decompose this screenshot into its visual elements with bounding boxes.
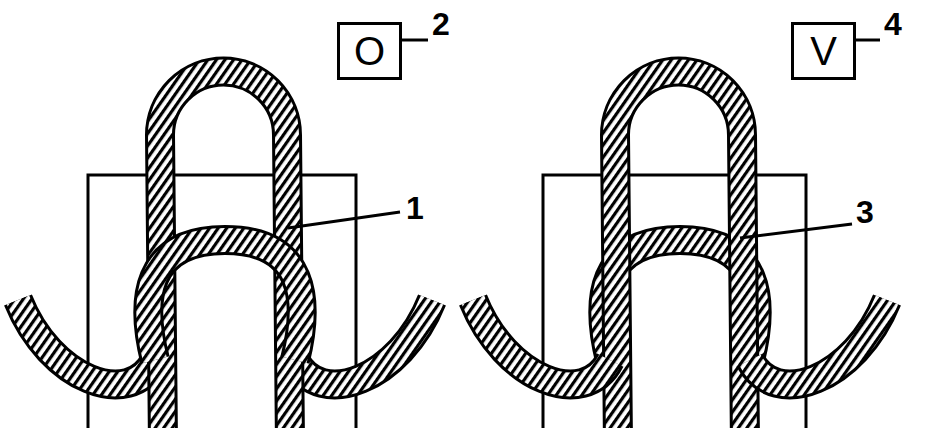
knot xyxy=(18,72,432,428)
rope xyxy=(473,300,610,384)
rope-outline xyxy=(750,300,887,384)
callout-number: 2 xyxy=(432,8,450,40)
callout-number: 3 xyxy=(856,196,874,228)
knot xyxy=(473,72,887,428)
rope xyxy=(148,240,301,360)
leader-line xyxy=(288,212,400,228)
leader-line xyxy=(740,224,852,238)
rope-outline xyxy=(473,300,610,384)
marker-letter: O xyxy=(354,31,385,71)
leader-line xyxy=(402,39,428,42)
leader-line xyxy=(856,39,880,42)
marker-box: V xyxy=(791,22,856,80)
callout-number: 4 xyxy=(884,8,902,40)
rope-outline xyxy=(148,240,301,360)
marker-box: O xyxy=(337,22,402,80)
marker-letter: V xyxy=(810,31,837,71)
callout-number: 1 xyxy=(406,192,424,224)
rope xyxy=(615,72,745,428)
rope-outline xyxy=(615,72,745,428)
rope xyxy=(750,300,887,384)
